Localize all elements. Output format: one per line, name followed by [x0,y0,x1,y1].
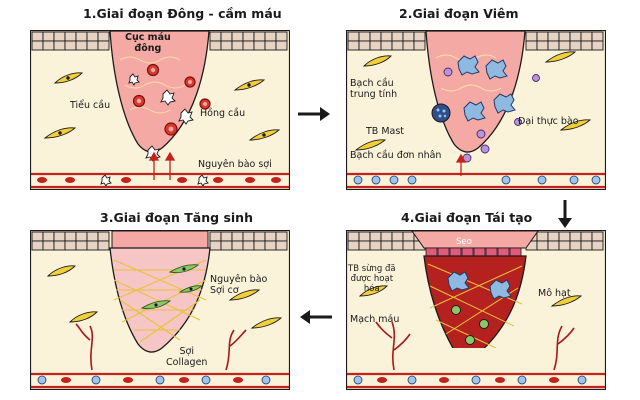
epidermis-left [347,231,426,251]
migration-arrows [148,151,176,180]
label-fibroblast: Nguyên bào sợi [198,159,272,170]
epidermis-left [31,31,110,51]
platelets [100,73,209,187]
scab [111,230,209,249]
fibroblasts [358,285,583,307]
label-macrophage: Đại thực bào [518,116,579,127]
epidermis-right [525,31,604,51]
panel-1-title: 1.Giai đoạn Đông - cầm máu [83,6,282,21]
arrow-right-icon [298,107,330,121]
panel-2-illustration [346,30,606,190]
fibrin-strands [119,56,186,114]
arrow-left-icon [300,310,332,324]
mast-cell [431,103,451,123]
epidermis-right [209,31,288,51]
blood-vessel [31,372,289,389]
macrophages [457,55,516,122]
arrow-down-icon [558,200,572,228]
label-platelet: Tiểu cầu [70,100,111,111]
blood-vessel [347,172,605,189]
label-scar: Sẹo [456,237,472,247]
epidermis-left [31,231,110,251]
panel-3-title: 3.Giai đoạn Tăng sinh [100,210,253,225]
blood-vessel [347,372,605,389]
capillaries [75,323,247,371]
fibroblasts [354,51,592,151]
blood-vessel [31,172,289,189]
scar-cap [411,230,539,249]
epidermis-right [209,231,288,251]
panel-1-illustration [30,30,290,190]
label-mast-cell: TB Mast [366,126,405,137]
macrophages [447,271,512,300]
label-rbc: Hồng cầu [200,108,246,119]
label-vessel: Mạch máu [350,314,400,325]
panel-4-title: 4.Giai đoạn Tái tạo [401,210,533,225]
epidermis-left [347,31,426,51]
collagen-matrix [109,247,211,353]
epidermis-right [525,231,604,251]
label-monocyte: Bạch cầu đơn nhân [350,150,442,161]
blood-vessels-branching [375,321,575,371]
panel-4-illustration [346,230,606,390]
panel-2-title: 2.Giai đoạn Viêm [399,6,519,21]
panel-3-illustration [30,230,290,390]
neutrophils [443,67,540,163]
label-granulation: Mô hạt [538,288,571,299]
fibroblasts [46,265,283,329]
granulation-cells [451,305,489,345]
